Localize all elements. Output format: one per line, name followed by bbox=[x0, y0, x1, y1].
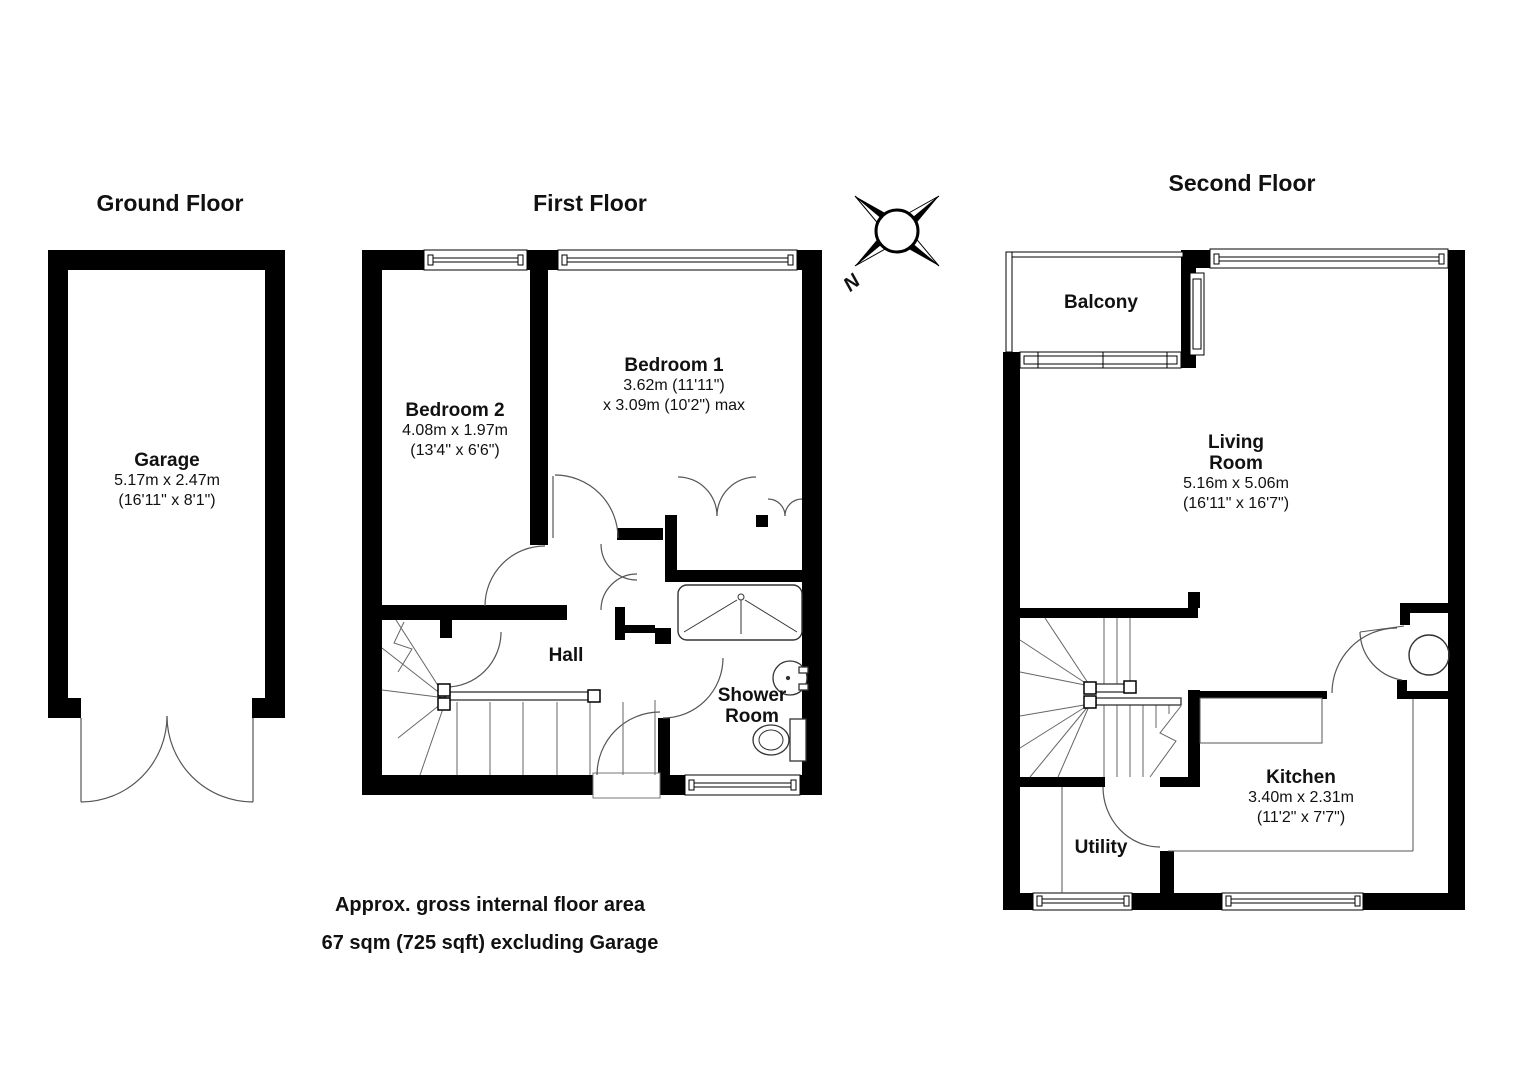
kitchen-imperial: (11'2" x 7'7") bbox=[1256, 809, 1346, 826]
garage-label: Garage 5.17m x 2.47m (16'11" x 8'1") bbox=[114, 450, 220, 511]
kitchen-door-arc bbox=[1102, 786, 1161, 848]
wc-basin bbox=[1359, 625, 1450, 681]
footnote-line2: 67 sqm (725 sqft) excluding Garage bbox=[321, 932, 659, 954]
bedroom1-metric: 3.62m (11'11") bbox=[623, 377, 725, 394]
compass-rose bbox=[854, 195, 940, 267]
footnote-line1: Approx. gross internal floor area bbox=[334, 894, 646, 916]
kitchen-window bbox=[1221, 892, 1364, 911]
kitchen-name: Kitchen bbox=[1266, 767, 1336, 788]
shower-room-label: Shower Room bbox=[718, 685, 787, 727]
bedroom2-window bbox=[423, 249, 528, 271]
first-floor-title: First Floor bbox=[533, 190, 647, 216]
bedroom1-imperial: x 3.09m (10'2") max bbox=[602, 397, 746, 414]
stair-newel bbox=[1123, 680, 1137, 694]
second-floor-title: Second Floor bbox=[1168, 170, 1316, 196]
shower-tray bbox=[677, 584, 803, 641]
bathroom-sink bbox=[772, 660, 809, 696]
garage-name: Garage bbox=[134, 450, 200, 471]
first-floor-plan bbox=[362, 249, 822, 799]
front-door-threshold bbox=[592, 772, 661, 799]
ground-floor-title: Ground Floor bbox=[96, 190, 244, 216]
toilet bbox=[752, 718, 807, 762]
bedroom2-metric: 4.08m x 1.97m bbox=[402, 422, 508, 439]
shower-room-name-line2: Room bbox=[725, 706, 779, 727]
balcony-door bbox=[1189, 272, 1205, 356]
second-floor-door-arcs bbox=[1102, 627, 1398, 848]
kitchen-counter-lines bbox=[1061, 697, 1414, 893]
living-room-window bbox=[1209, 248, 1449, 269]
wardrobe-door-arc bbox=[677, 476, 718, 517]
compass-circle bbox=[874, 208, 920, 254]
stair-newel bbox=[1083, 695, 1097, 709]
stair-handrail bbox=[1095, 697, 1182, 706]
first-floor-stairs bbox=[381, 619, 656, 776]
garage-imperial: (16'11" x 8'1") bbox=[118, 492, 216, 509]
living-room-name-line1: Living bbox=[1208, 432, 1264, 453]
hall-cupboard-door-arc bbox=[600, 573, 638, 611]
bedroom2-label: Bedroom 2 4.08m x 1.97m (13'4" x 6'6") bbox=[402, 400, 508, 461]
wardrobe-door-arc bbox=[716, 476, 757, 517]
bedroom2-imperial: (13'4" x 6'6") bbox=[410, 442, 500, 459]
bedroom1-door-arc bbox=[554, 474, 619, 539]
utility-label: Utility bbox=[1074, 837, 1128, 858]
wardrobe-door-arc bbox=[784, 498, 803, 517]
stair-handrail bbox=[449, 691, 596, 701]
stairs-up-mark bbox=[393, 621, 413, 673]
stair-newel bbox=[437, 683, 451, 697]
wc-door-arc bbox=[1359, 631, 1403, 681]
bedroom2-name: Bedroom 2 bbox=[405, 400, 505, 421]
living-room-metric: 5.16m x 5.06m bbox=[1183, 475, 1289, 492]
bedroom1-label: Bedroom 1 3.62m (11'11") x 3.09m (10'2")… bbox=[603, 355, 745, 416]
front-door-arc bbox=[596, 711, 661, 776]
kitchen-label: Kitchen 3.40m x 2.31m (11'2" x 7'7") bbox=[1248, 767, 1354, 828]
stair-door-arc bbox=[445, 631, 502, 688]
stair-newel bbox=[587, 689, 601, 703]
stair-newel bbox=[437, 697, 451, 711]
garage-door-arcs bbox=[80, 715, 254, 803]
stairs-break-mark bbox=[1149, 705, 1182, 778]
second-floor-plan bbox=[1003, 248, 1465, 911]
living-room-imperial: (16'11" x 16'7") bbox=[1182, 495, 1290, 512]
living-room-name-line2: Room bbox=[1209, 453, 1263, 474]
first-floor-door-arcs bbox=[445, 474, 803, 776]
second-floor-stairs bbox=[1019, 617, 1182, 778]
bedroom1-name: Bedroom 1 bbox=[624, 355, 724, 376]
shower-room-name-line1: Shower bbox=[717, 685, 787, 706]
stair-handrail bbox=[1095, 683, 1127, 693]
hall-cupboard-door-arc bbox=[600, 543, 638, 581]
stair-newel bbox=[1083, 681, 1097, 695]
shower-room-window bbox=[684, 774, 801, 796]
ground-floor-plan bbox=[48, 250, 285, 803]
kitchen-wc-door-arc bbox=[1331, 627, 1398, 694]
garage-metric: 5.17m x 2.47m bbox=[114, 472, 220, 489]
living-room-label: Living Room 5.16m x 5.06m (16'11" x 16'7… bbox=[1183, 432, 1289, 514]
kitchen-worktop bbox=[1199, 697, 1323, 744]
bedroom2-door-arc bbox=[484, 545, 546, 607]
bedroom1-window bbox=[557, 249, 798, 271]
balcony-label: Balcony bbox=[1064, 292, 1138, 313]
utility-window bbox=[1032, 892, 1133, 911]
kitchen-metric: 3.40m x 2.31m bbox=[1248, 789, 1354, 806]
wardrobe-door-arc bbox=[767, 498, 786, 517]
balcony-walls bbox=[1005, 251, 1184, 369]
hall-label: Hall bbox=[548, 645, 584, 666]
shower-room-door-arc bbox=[662, 657, 724, 719]
